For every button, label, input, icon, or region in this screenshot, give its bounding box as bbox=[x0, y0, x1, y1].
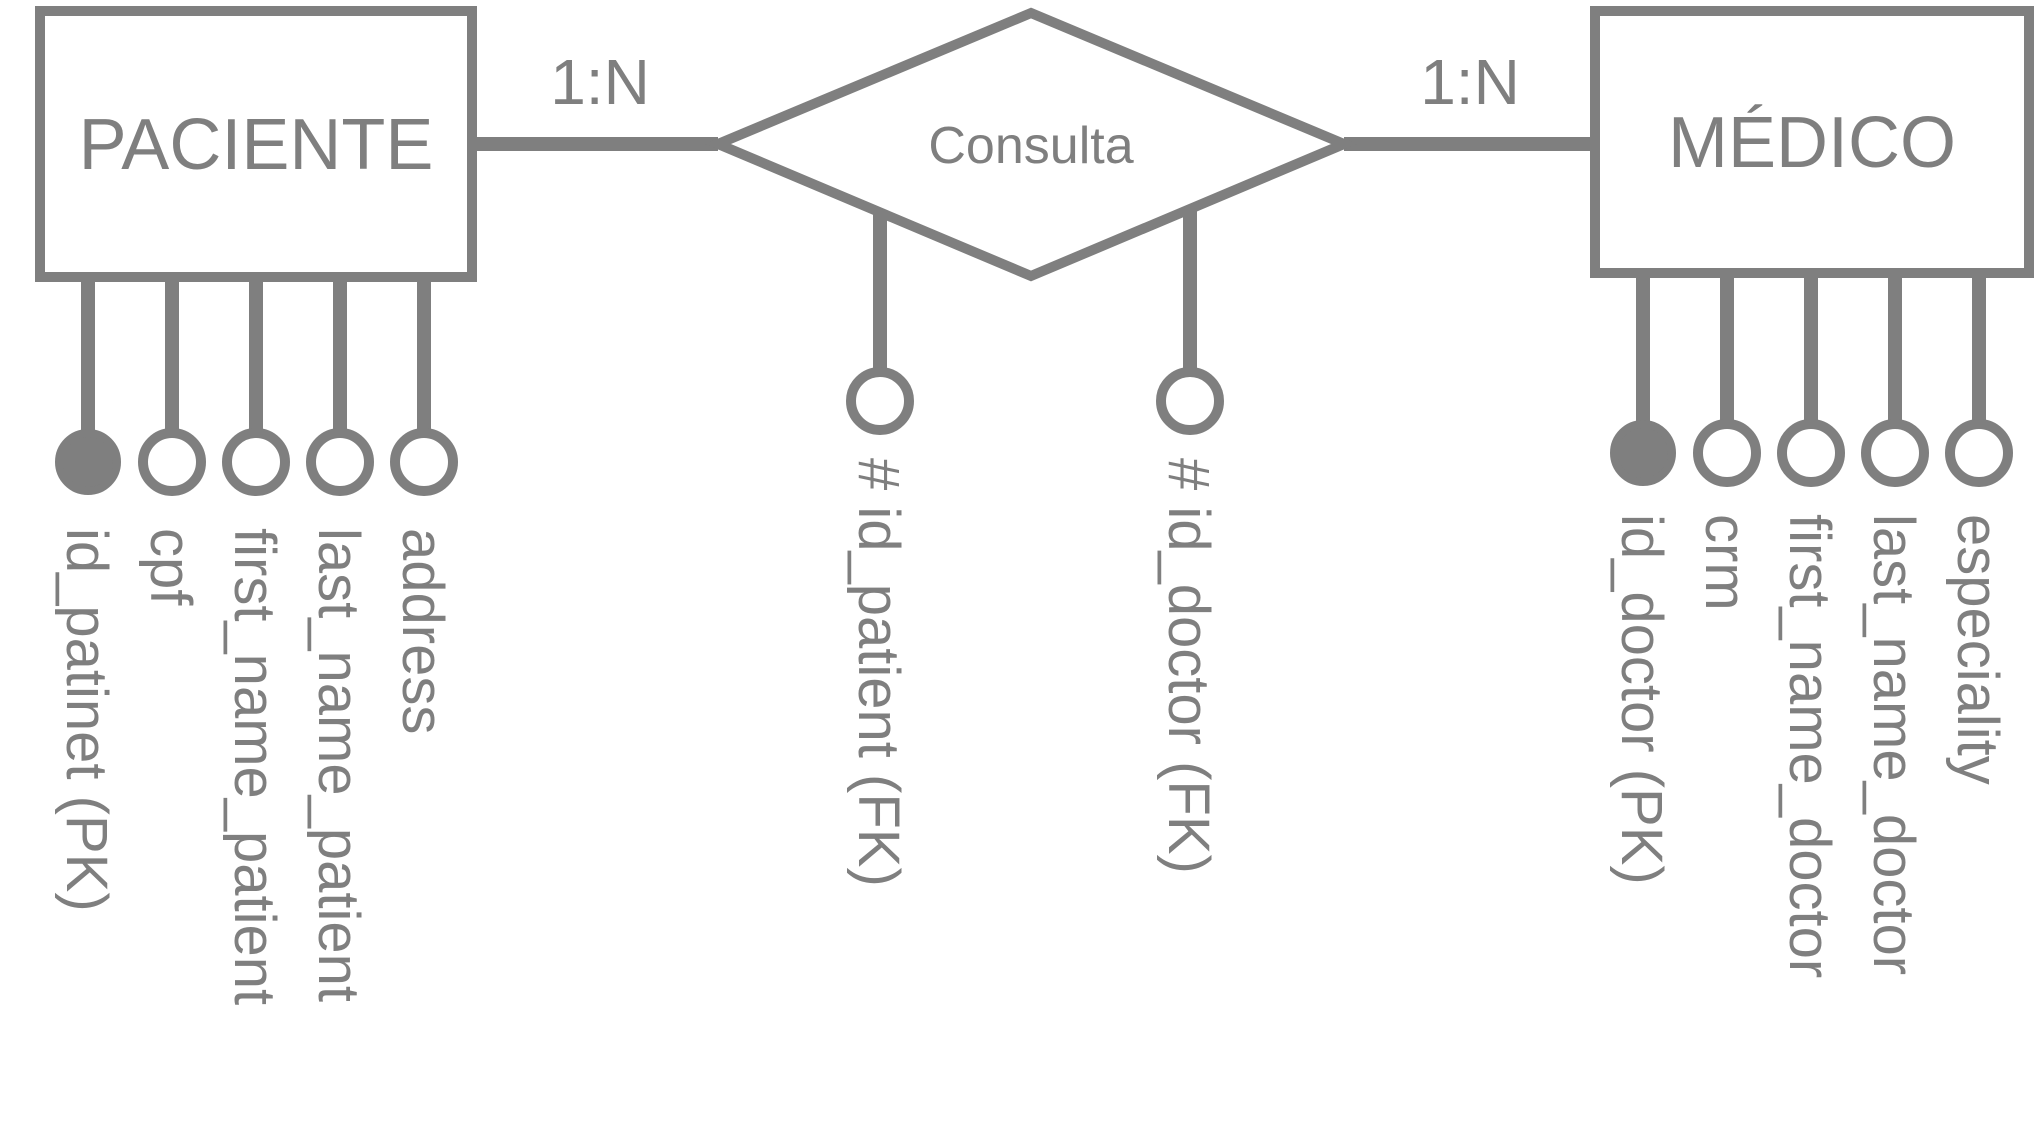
attribute-label: address bbox=[390, 528, 455, 734]
attribute-label: first_name_patient bbox=[222, 528, 287, 1005]
attribute-marker bbox=[1693, 419, 1761, 487]
attribute-fk-id-patient[interactable]: # id_patient (FK) bbox=[846, 210, 914, 887]
attribute-id-patinet[interactable]: id_patinet (PK) bbox=[54, 277, 121, 912]
primary-key-marker bbox=[1610, 420, 1676, 486]
attribute-label: last_name_patient bbox=[306, 528, 371, 1002]
attribute-first-name-patient[interactable]: first_name_patient bbox=[222, 277, 290, 1005]
relationship-consulta[interactable]: Consulta bbox=[705, 7, 1357, 282]
attribute-last-name-doctor[interactable]: last_name_doctor bbox=[1861, 273, 1929, 975]
attribute-marker bbox=[390, 428, 458, 496]
cardinality-left: 1:N bbox=[550, 46, 650, 118]
entity-paciente-box bbox=[35, 6, 477, 282]
attribute-label: id_doctor (PK) bbox=[1609, 514, 1674, 885]
attribute-crm[interactable]: crm bbox=[1693, 273, 1761, 611]
attribute-label: first_name_doctor bbox=[1777, 514, 1842, 978]
attribute-label: cpf bbox=[138, 528, 203, 606]
attribute-label: last_name_doctor bbox=[1861, 514, 1926, 975]
attribute-marker bbox=[306, 428, 374, 496]
attribute-cpf[interactable]: cpf bbox=[138, 277, 206, 606]
primary-key-marker bbox=[55, 429, 121, 495]
attribute-label: especiality bbox=[1945, 514, 2010, 785]
attribute-marker bbox=[1945, 419, 2013, 487]
attribute-label: crm bbox=[1693, 514, 1758, 611]
attribute-marker bbox=[1777, 419, 1845, 487]
entity-paciente[interactable]: PACIENTE bbox=[35, 6, 477, 282]
attribute-especiality[interactable]: especiality bbox=[1945, 273, 2013, 785]
relationship-consulta-name: Consulta bbox=[928, 117, 1133, 175]
attribute-marker bbox=[1156, 367, 1224, 435]
consulta-attributes: # id_patient (FK) # id_doctor (FK) bbox=[846, 210, 1224, 887]
attribute-first-name-doctor[interactable]: first_name_doctor bbox=[1777, 273, 1845, 978]
attribute-label: # id_doctor (FK) bbox=[1156, 458, 1221, 874]
attribute-label: # id_patient (FK) bbox=[846, 458, 911, 887]
attribute-marker bbox=[222, 428, 290, 496]
paciente-attributes: id_patinet (PK) cpf first_name_patient l… bbox=[54, 277, 458, 1005]
entity-paciente-name: PACIENTE bbox=[79, 105, 434, 185]
attribute-last-name-patient[interactable]: last_name_patient bbox=[306, 277, 374, 1002]
attribute-marker bbox=[1861, 419, 1929, 487]
entity-medico[interactable]: MÉDICO bbox=[1590, 6, 2034, 278]
cardinality-right: 1:N bbox=[1420, 46, 1520, 118]
attribute-marker bbox=[846, 367, 914, 435]
medico-attributes: id_doctor (PK) crm first_name_doctor las… bbox=[1609, 273, 2013, 978]
entity-medico-name: MÉDICO bbox=[1668, 103, 1956, 183]
attribute-marker bbox=[138, 428, 206, 496]
relationship-consulta-diamond bbox=[705, 7, 1357, 282]
attribute-label: id_patinet (PK) bbox=[54, 528, 119, 912]
attribute-address[interactable]: address bbox=[390, 277, 458, 734]
attribute-fk-id-doctor[interactable]: # id_doctor (FK) bbox=[1156, 210, 1224, 874]
attribute-id-doctor[interactable]: id_doctor (PK) bbox=[1609, 273, 1676, 885]
